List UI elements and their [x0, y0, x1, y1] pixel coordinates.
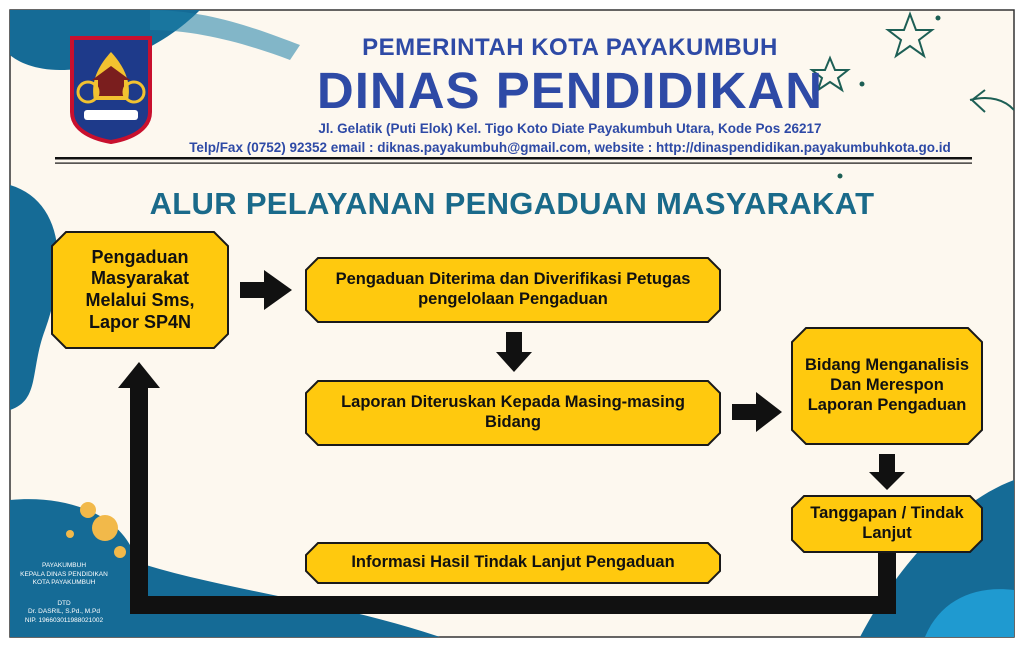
- header-divider-line: [55, 157, 972, 160]
- signature-mark: DTD: [57, 599, 71, 607]
- decor-dot: [114, 546, 126, 558]
- signature-block: PAYAKUMBUH KEPALA DINAS PENDIDIKAN KOTA …: [14, 562, 114, 625]
- node-shape: [305, 380, 721, 446]
- return-connector-line: [130, 388, 896, 614]
- step-division-analysis: Bidang Menganalisis Dan Merespon Laporan…: [804, 356, 970, 414]
- decor-dot: [92, 515, 118, 541]
- office-contact: Telp/Fax (0752) 92352 email : diknas.pay…: [189, 140, 951, 155]
- decor-blob-left: [10, 185, 59, 410]
- step-response-followup: Tanggapan / Tindak Lanjut: [810, 504, 964, 542]
- office-address: Jl. Gelatik (Puti Elok) Kel. Tigo Koto D…: [318, 121, 822, 136]
- arrow-right-icon: [240, 270, 292, 310]
- signature-city: PAYAKUMBUH: [41, 562, 87, 569]
- city-emblem-logo: [70, 36, 152, 145]
- node-shape: [791, 327, 983, 445]
- decor-circle-bottom-right: [925, 589, 1014, 637]
- signature-nip: NIP. 196603011988021002: [24, 616, 104, 624]
- arrow-right-icon: [732, 392, 782, 432]
- arrow-up-icon: [118, 362, 160, 388]
- flow-title: ALUR PELAYANAN PENGADUAN MASYARAKAT: [149, 186, 875, 221]
- step-followup-information: Informasi Hasil Tindak Lanjut Pengaduan: [351, 553, 675, 572]
- department-name: DINAS PENDIDIKAN: [316, 62, 824, 119]
- header-divider-line: [55, 162, 972, 164]
- decor-dot: [837, 173, 843, 179]
- arrow-down-icon: [869, 454, 905, 490]
- star-icon: [809, 55, 851, 93]
- signature-region: KOTA PAYAKUMBUH: [32, 579, 96, 586]
- step-report-forwarded: Laporan Diteruskan Kepada Masing-masing …: [341, 393, 685, 431]
- decor-dot: [935, 15, 941, 21]
- decor-wave-top: [150, 10, 300, 60]
- node-shape: [791, 495, 983, 553]
- arrow-doodle-icon: [969, 89, 1015, 113]
- step-complaint-submission: Pengaduan Masyarakat Melalui Sms, Lapor …: [85, 246, 195, 332]
- node-shape: [51, 231, 229, 349]
- decor-dot: [859, 81, 865, 87]
- signature-name: Dr. DASRIL, S.Pd., M.Pd: [28, 608, 100, 615]
- decor-dot: [66, 530, 74, 538]
- signature-role: KEPALA DINAS PENDIDIKAN: [20, 570, 108, 578]
- decor-dot: [80, 502, 96, 518]
- node-shape: [305, 542, 721, 584]
- node-shape: [305, 257, 721, 323]
- government-name: PEMERINTAH KOTA PAYAKUMBUH: [362, 34, 778, 61]
- arrow-down-icon: [496, 332, 532, 372]
- star-icon: [885, 11, 935, 59]
- step-complaint-verified: Pengaduan Diterima dan Diverifikasi Petu…: [335, 270, 691, 308]
